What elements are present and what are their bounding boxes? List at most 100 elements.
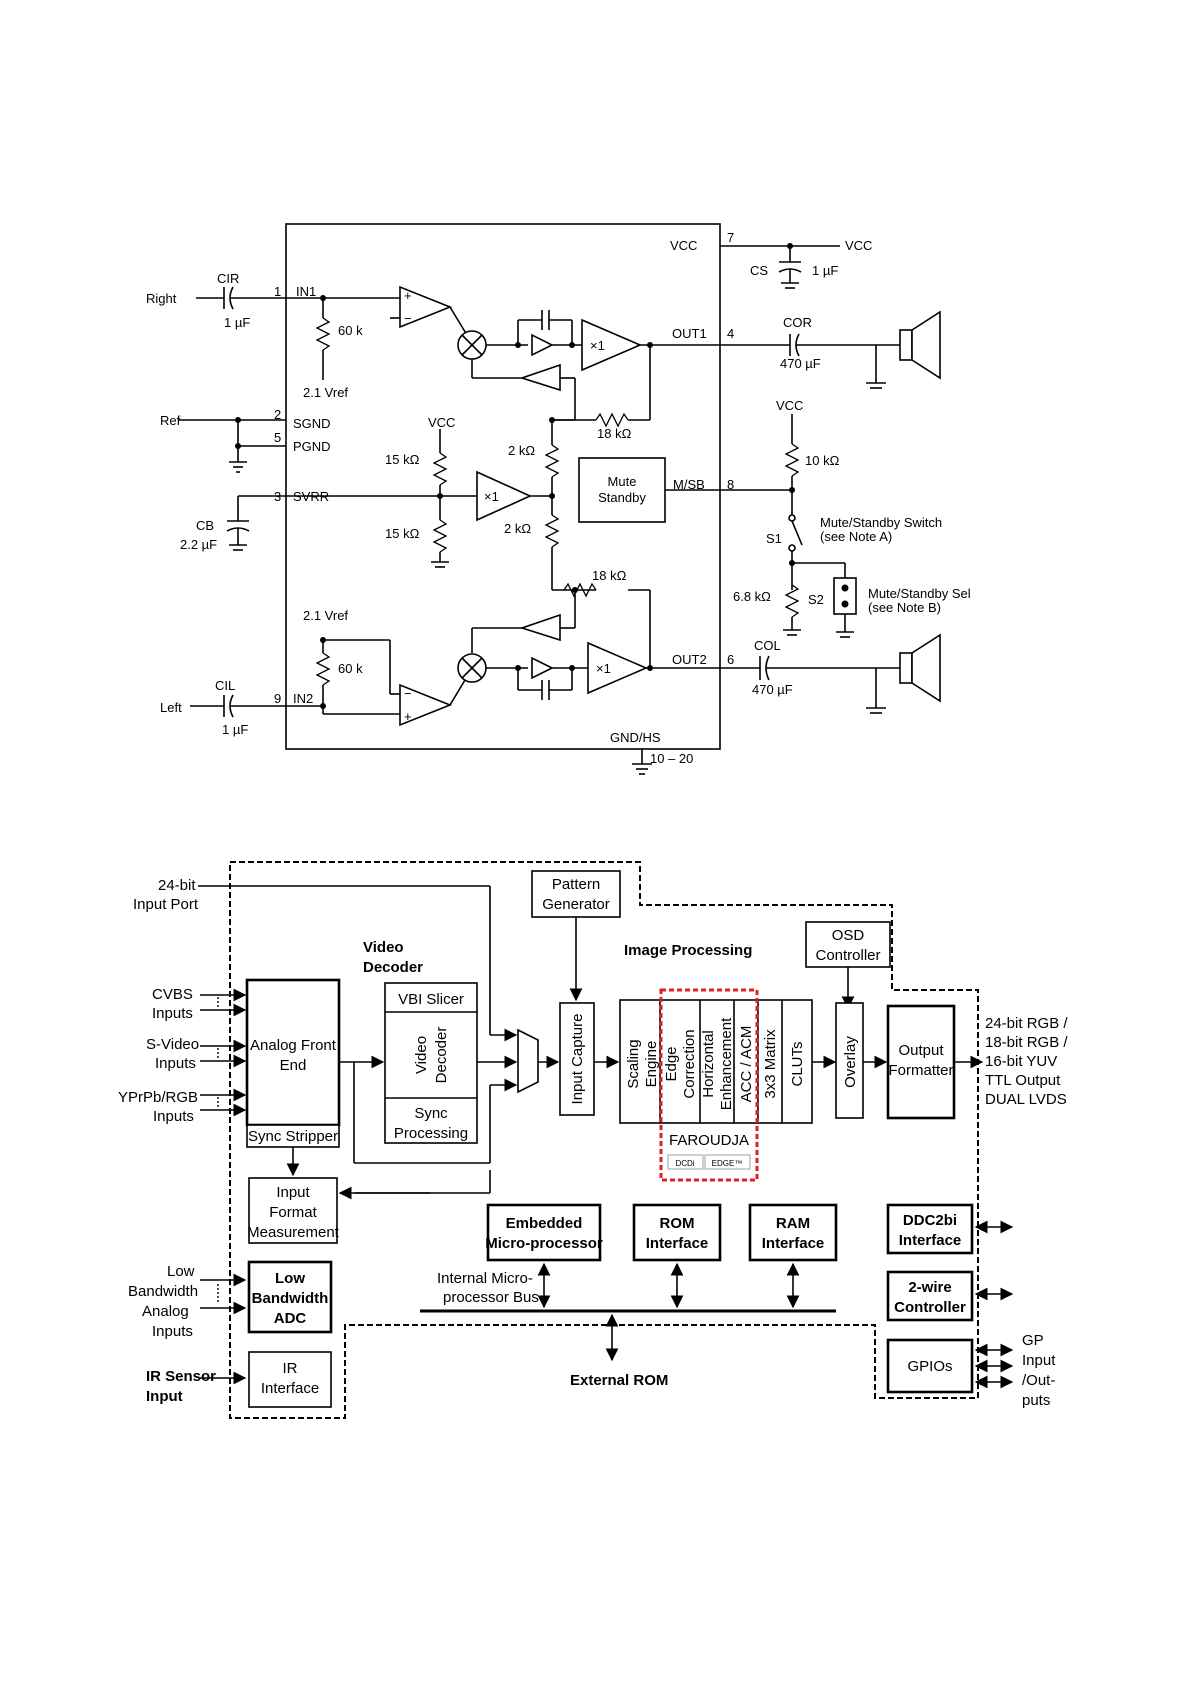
pin-1: 1: [274, 284, 281, 299]
res-10k: 10 kΩ: [805, 453, 840, 468]
mute-standby-block: [578, 457, 666, 523]
amplifier-schematic: 1 2 5 3 9 7 4 8 6 10 – 20 IN1 SGND PGND …: [146, 223, 971, 775]
label-gnd-hs: GND/HS: [610, 730, 661, 745]
res-6-8k: 6.8 kΩ: [733, 589, 771, 604]
dcdi-logo: DCDi: [675, 1159, 694, 1168]
ir-interface-block: [248, 1351, 332, 1408]
res-2k-top: 2 kΩ: [508, 443, 535, 458]
cap-cor-label: COR: [783, 315, 812, 330]
pin-2: 2: [274, 407, 281, 422]
speaker-bottom-icon: [899, 652, 913, 684]
analog-front-end-block: [245, 978, 341, 1127]
cap-cir-label: CIR: [217, 271, 239, 286]
cluts-label: CLUTs: [789, 1041, 806, 1086]
cap-col-label: COL: [754, 638, 781, 653]
gpios-block: [886, 1338, 974, 1394]
output-formatter-block: [886, 1004, 956, 1120]
label-in2: IN2: [293, 691, 313, 706]
pin-5: 5: [274, 430, 281, 445]
pin-6: 6: [727, 652, 734, 667]
label-in1: IN1: [296, 284, 316, 299]
embedded-microprocessor-block: [486, 1203, 602, 1262]
image-processing-title: Image Processing: [624, 942, 752, 959]
cap-cor-value: 470 µF: [780, 356, 821, 371]
res-2k-bottom: 2 kΩ: [504, 521, 531, 536]
pin-10-20: 10 – 20: [650, 751, 693, 766]
svg-text:−: −: [404, 311, 412, 326]
two-wire-controller-block: [886, 1270, 974, 1322]
label-pgnd: PGND: [293, 439, 331, 454]
buffer-x1-top: ×1: [590, 338, 605, 353]
ddc2bi-interface-block: [886, 1203, 974, 1255]
pattern-generator-block: [531, 870, 621, 918]
cap-cir-value: 1 µF: [224, 315, 250, 330]
cap-cb-label: CB: [196, 518, 214, 533]
pin-4: 4: [727, 326, 734, 341]
label-out1: OUT1: [672, 326, 707, 341]
video-decoder-group: [384, 982, 478, 1144]
faroudja-logo: FAROUDJA: [669, 1132, 749, 1149]
jumper-s2: [833, 577, 857, 615]
internal-bus-label: Internal Micro-processor Bus: [437, 1270, 539, 1306]
osd-controller-block: [805, 921, 891, 968]
edge-logo: EDGE™: [712, 1159, 743, 1168]
overlay-label: Overlay: [842, 1036, 859, 1088]
buffer-x1-mid: ×1: [484, 489, 499, 504]
label-vcc-mid: VCC: [428, 415, 455, 430]
cap-cb-value: 2.2 µF: [180, 537, 217, 552]
pin-7: 7: [727, 230, 734, 245]
switch-s2: S2: [808, 592, 824, 607]
image-processing-strip: [619, 999, 813, 1124]
label-left-input: Left: [160, 700, 182, 715]
res-18k-bottom: 18 kΩ: [592, 568, 627, 583]
svg-text:+: +: [404, 288, 412, 303]
res-15k-top: 15 kΩ: [385, 452, 420, 467]
label-vcc-right: VCC: [776, 398, 803, 413]
label-msb: M/SB: [673, 477, 705, 492]
cap-col-value: 470 µF: [752, 682, 793, 697]
ram-interface-block: [748, 1203, 838, 1262]
svg-text:+: +: [404, 709, 412, 724]
cap-cs-value: 1 µF: [812, 263, 838, 278]
res-60k-bottom: 60 k: [338, 661, 363, 676]
label-vcc-top: VCC: [670, 238, 697, 253]
input-mux: [517, 1028, 539, 1094]
vbi-slicer-label: VBI Slicer: [398, 991, 464, 1008]
vref-top: 2.1 Vref: [303, 385, 348, 400]
switch-note: Mute/Standby Switch(see Note A): [820, 515, 942, 544]
input-capture-block: [559, 1002, 595, 1116]
acc-acm-label: ACC / ACM: [738, 1026, 755, 1103]
label-right-input: Right: [146, 291, 177, 306]
rom-interface-block: [632, 1203, 722, 1262]
buffer-x1-bottom: ×1: [596, 661, 611, 676]
res-18k-top: 18 kΩ: [597, 426, 632, 441]
sel-note: Mute/Standby Sel(see Note B): [868, 586, 971, 615]
horizontal-enhancement-label: HorizontalEnhancement: [700, 1017, 735, 1110]
chip-outline: [229, 861, 979, 1419]
faroudja-highlight: [659, 988, 759, 1182]
res-15k-bottom: 15 kΩ: [385, 526, 420, 541]
cap-cs-label: CS: [750, 263, 768, 278]
vref-bottom: 2.1 Vref: [303, 608, 348, 623]
svg-text:−: −: [404, 686, 412, 701]
cap-cil-value: 1 µF: [222, 722, 248, 737]
